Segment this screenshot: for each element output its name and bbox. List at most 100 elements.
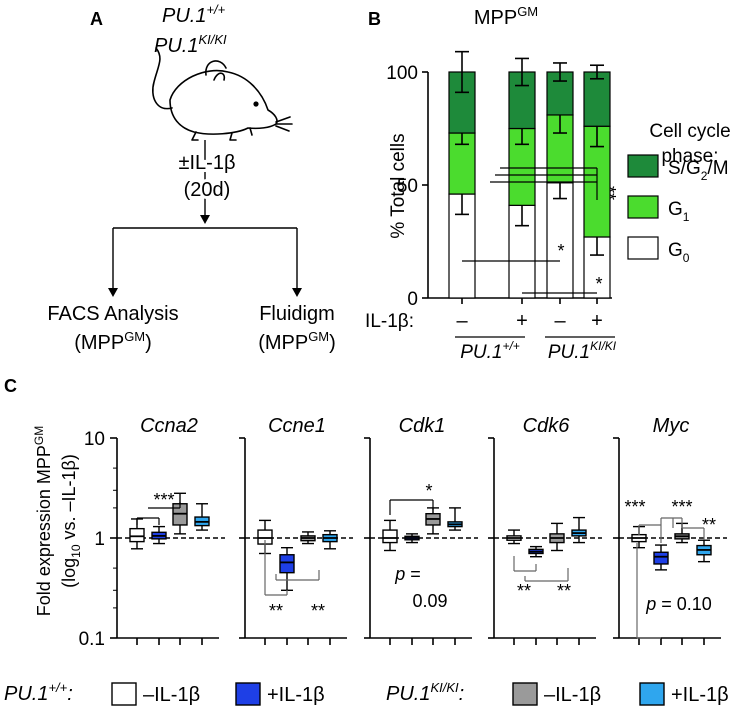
p-value-label-2: p = — [394, 564, 421, 584]
p-value-2: 0.09 — [412, 591, 447, 611]
legend-c-label-0: –IL-1β — [143, 684, 200, 706]
treatment-label: ±IL-1β — [179, 152, 236, 174]
y-tick-label-50: 50 — [397, 176, 418, 197]
box-3-2 — [549, 522, 565, 552]
flow-arrow — [200, 215, 210, 224]
y-tick-label-1: 1 — [94, 529, 105, 550]
box-3-0 — [506, 529, 522, 545]
legend-b-title-2: phase: — [661, 146, 718, 167]
box-4-1 — [653, 544, 669, 571]
box-2-1 — [404, 533, 420, 544]
panel-label-c: C — [4, 376, 17, 396]
bar-3-series-2 — [583, 71, 611, 127]
box-0-3 — [194, 503, 210, 531]
x-tick-label-2: – — [554, 310, 566, 332]
gene-title-cdk6: Cdk6 — [523, 415, 571, 437]
x-tick-label-3: + — [591, 310, 603, 332]
box-3-1 — [528, 545, 544, 558]
legend-b-label-0: G0 — [668, 240, 690, 265]
legend-c-swatch-0 — [111, 682, 137, 706]
facs-label: FACS Analysis — [47, 303, 178, 325]
error-bar-0-2 — [455, 50, 469, 94]
arrow-right — [292, 288, 302, 297]
duration-label: (20d) — [184, 179, 231, 201]
legend-c-wt: PU.1+/+: — [4, 680, 73, 705]
legend-b-label-2: S/G2/M — [668, 158, 729, 183]
box-2-2 — [425, 507, 441, 535]
box-0-1 — [151, 525, 167, 545]
box-rect — [653, 551, 669, 565]
arrow-left — [108, 288, 118, 297]
box-1-2 — [300, 531, 316, 545]
stat-label-1-1: ** — [311, 601, 325, 621]
panel-label-a: A — [90, 9, 103, 29]
box-4-3 — [696, 539, 712, 563]
legend-b-swatch-2 — [627, 154, 659, 178]
genotype-ki: PU.1KI/KI — [154, 32, 227, 57]
chart-c-ylabel-1: Fold expression MPPGM — [32, 426, 54, 616]
legend-b-swatch-1 — [627, 195, 659, 219]
bar-1-series-1 — [508, 127, 536, 206]
facs-sub: (MPPGM) — [74, 329, 152, 354]
branch-lines — [112, 227, 298, 290]
gene-title-cdk1: Cdk1 — [399, 415, 446, 437]
chart-b-group-ki: PU.1KI/KI — [548, 339, 617, 363]
stat-label-3-0: ** — [517, 581, 531, 601]
gene-title-ccna2: Ccna2 — [140, 415, 198, 437]
box-0-2 — [172, 492, 188, 535]
chart-b-group-wt: PU.1+/+ — [460, 339, 520, 363]
chart-c-ylabel-2: (log10 vs. –IL-1β) — [59, 454, 83, 588]
legend-c: PU.1+/+: PU.1KI/KI: –IL-1β +IL-1β –IL-1β +I… — [4, 680, 729, 706]
box-2-3 — [447, 507, 463, 531]
sig-label-0: ** — [599, 186, 619, 200]
y-tick-label-100: 100 — [386, 63, 418, 84]
stat-label-3-1: ** — [557, 581, 571, 601]
legend-b-swatch-0 — [627, 236, 659, 260]
box-1-1 — [279, 546, 295, 591]
bar-0-series-0 — [448, 193, 476, 299]
p-value-label-4: p = 0.10 — [645, 594, 712, 614]
legend-c-label-1: +IL-1β — [267, 684, 325, 706]
chart-b-ylabel: % Total cells — [388, 133, 409, 238]
error-bar-3-2 — [590, 64, 604, 80]
boxplot-ccna2: Ccna2 0.1 1 10 *** — [79, 415, 225, 650]
y-tick-label-0.1: 0.1 — [79, 629, 105, 650]
x-tick-label-0: – — [456, 310, 468, 332]
boxplot-myc: Myc********p = 0.10 — [613, 415, 727, 645]
panel-a-schematic: PU.1+/+ PU.1KI/KI ±IL-1β ±IL-1β (20d) (2… — [47, 2, 335, 354]
fluidigm-sub: (MPPGM) — [258, 329, 336, 354]
y-tick-label-0: 0 — [407, 289, 418, 310]
boxplot-cdk6: Cdk6 ** ** — [488, 415, 602, 645]
box-2-0 — [382, 519, 398, 552]
gene-title-myc: Myc — [653, 415, 690, 437]
boxplot-ccne1: Ccne1**** — [239, 415, 353, 645]
stat-label-0-0: *** — [153, 490, 174, 510]
legend-c-label-3: +IL-1β — [671, 684, 729, 706]
panel-label-b: B — [368, 9, 381, 29]
legend-c-swatch-2 — [512, 682, 538, 706]
box-3-3 — [571, 516, 587, 544]
box-4-2 — [674, 522, 690, 544]
chart-b-row-label: IL-1β: — [365, 311, 414, 332]
legend-c-label-2: –IL-1β — [544, 684, 601, 706]
panel-b-chart: MPPGM % Total cells IL-1β: PU.1+/+ PU.1K… — [365, 4, 731, 363]
box-rect — [279, 554, 295, 574]
box-1-3 — [322, 530, 338, 550]
stat-label-4-2: ** — [702, 515, 716, 535]
fluidigm-label: Fluidigm — [259, 303, 335, 325]
legend-c-swatch-1 — [235, 682, 261, 706]
legend-c-ki: PU.1KI/KI: — [386, 680, 464, 705]
error-bar-1-2 — [515, 57, 529, 87]
x-tick-label-1: + — [516, 310, 528, 332]
box-rect — [129, 527, 145, 543]
boxplot-cdk1: Cdk1 * p = 0.09 — [364, 415, 478, 645]
y-tick-label-10: 10 — [84, 429, 105, 450]
panel-c-chart: Fold expression MPPGM (log10 vs. –IL-1β)… — [32, 415, 727, 650]
legend-b-label-1: G1 — [668, 199, 690, 224]
genotype-wt: PU.1+/+ — [162, 2, 226, 27]
stat-label-2-0: * — [425, 481, 432, 501]
treatment-halo: ±IL-1β — [179, 152, 236, 174]
stat-label-1-0: ** — [269, 601, 283, 621]
duration-halo: (20d) — [184, 179, 231, 201]
